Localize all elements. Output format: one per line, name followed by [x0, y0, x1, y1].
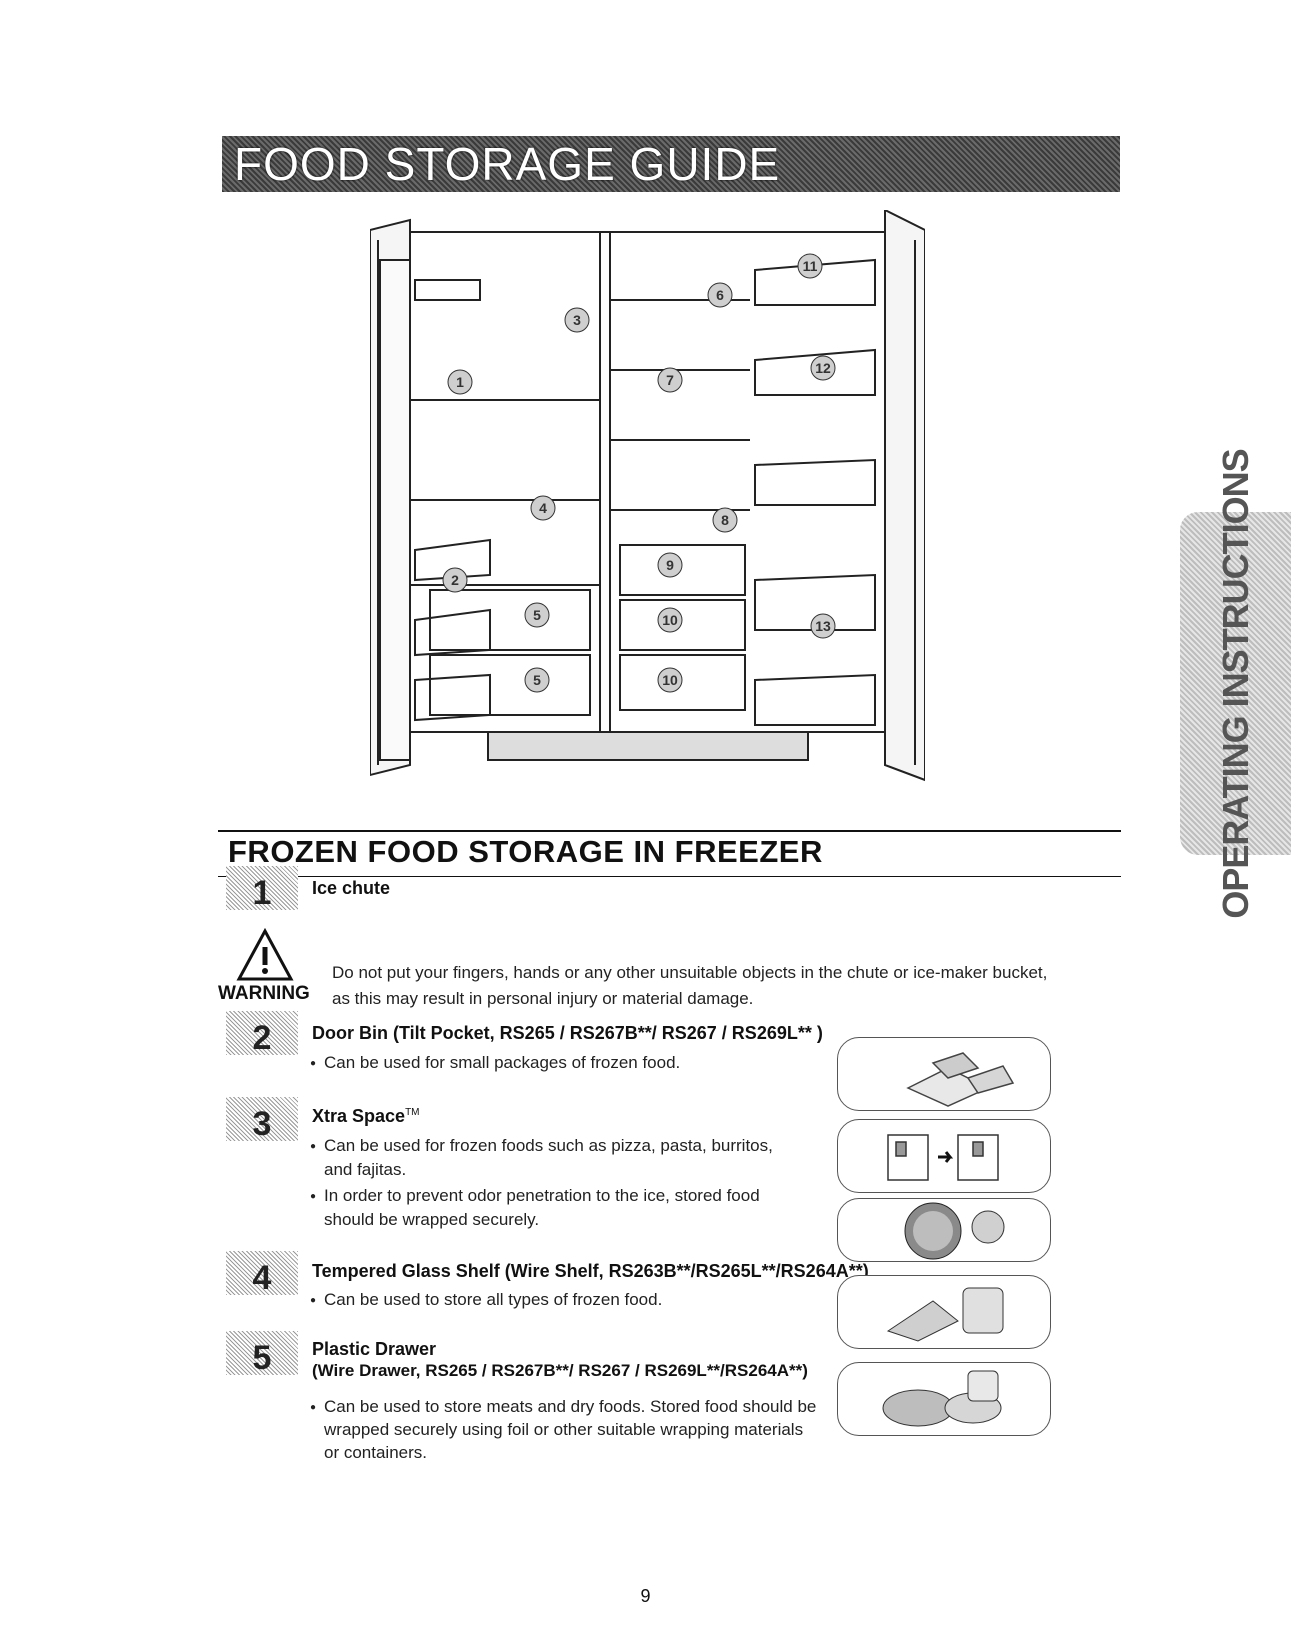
callout-4: 4	[539, 500, 547, 516]
callout-6: 6	[716, 287, 724, 303]
page-title: FOOD STORAGE GUIDE	[234, 138, 781, 190]
callout-2: 2	[451, 572, 459, 588]
item-title-glass-shelf: Tempered Glass Shelf (Wire Shelf, RS263B…	[312, 1261, 869, 1281]
item-subtitle-wire-drawer: (Wire Drawer, RS265 / RS267B**/ RS267 / …	[312, 1361, 808, 1380]
callout-10a: 10	[662, 612, 678, 628]
side-tab: OPERATING INSTRUCTIONS	[1180, 449, 1291, 918]
side-tab-label: OPERATING INSTRUCTIONS	[1214, 448, 1256, 919]
page-number: 9	[640, 1586, 651, 1606]
item-number-badge: 2	[226, 1011, 298, 1055]
item-title-ice-chute: Ice chute	[312, 878, 391, 898]
frozen-food-image	[886, 1287, 1004, 1342]
section-rule-bottom	[218, 876, 1121, 877]
item-bullet-continued: should be wrapped securely.	[324, 1210, 540, 1229]
item-bullet-continued: and fajitas.	[324, 1160, 407, 1179]
item-bullet-continued: wrapped securely using foil or other sui…	[324, 1420, 804, 1439]
item-number-badge: 5	[226, 1331, 298, 1375]
pizza-thumbnail	[837, 1198, 1051, 1262]
item-title-door-bin: Door Bin (Tilt Pocket, RS265 / RS267B**/…	[312, 1023, 823, 1043]
item-title-plastic-drawer: Plastic Drawer	[312, 1339, 437, 1359]
warning-text: Do not put your fingers, hands or any ot…	[332, 960, 1072, 1012]
frozen-packages-image	[906, 1052, 1015, 1107]
item-number-badge: 3	[226, 1097, 298, 1141]
warning-icon	[236, 928, 294, 981]
warning-line-2: as this may result in personal injury or…	[332, 989, 754, 1008]
callout-1: 1	[456, 374, 464, 390]
callout-11: 11	[803, 258, 818, 274]
header-banner: FOOD STORAGE GUIDE	[222, 136, 1120, 192]
frozen-food-thumbnail	[837, 1275, 1051, 1349]
item-bullet: In order to prevent odor penetration to …	[310, 1184, 760, 1209]
callout-5b: 5	[533, 672, 541, 688]
item-number-badge: 4	[226, 1251, 298, 1295]
callout-3: 3	[573, 312, 581, 328]
pizza-image	[904, 1202, 1005, 1260]
xtra-space-label: Xtra Space	[312, 1106, 406, 1126]
item-bullet: Can be used for frozen foods such as piz…	[310, 1134, 773, 1159]
xtra-space-thumbnail	[837, 1119, 1051, 1193]
callout-8: 8	[721, 512, 729, 528]
callout-10b: 10	[662, 672, 678, 688]
item-bullet: Can be used to store all types of frozen…	[310, 1288, 662, 1313]
refrigerator-diagram: 1 2 3 4 5 5 6 7 8 9 10 10 11 12	[369, 208, 926, 782]
callout-7: 7	[666, 372, 674, 388]
callout-13: 13	[815, 618, 831, 634]
item-number-badge: 1	[226, 866, 298, 910]
callout-12: 12	[815, 360, 831, 376]
section-title: FROZEN FOOD STORAGE IN FREEZER	[228, 834, 823, 869]
meats-dry-foods-image	[882, 1370, 1002, 1427]
warning-label: WARNING	[218, 983, 310, 1004]
callout-9: 9	[666, 557, 674, 573]
item-bullet: Can be used to store meats and dry foods…	[310, 1395, 816, 1420]
xtra-space-image	[887, 1134, 999, 1181]
item-bullet-continued: or containers.	[324, 1443, 427, 1462]
warning-line-1: Do not put your fingers, hands or any ot…	[332, 963, 1048, 982]
callout-5a: 5	[533, 607, 541, 623]
trademark-mark: TM	[405, 1107, 420, 1118]
meats-dry-foods-thumbnail	[837, 1362, 1051, 1436]
item-bullet: Can be used for small packages of frozen…	[310, 1051, 680, 1076]
item-title-xtra-space: Xtra SpaceTM	[312, 1106, 420, 1127]
section-rule-top	[218, 830, 1121, 832]
door-bin-thumbnail	[837, 1037, 1051, 1111]
refrigerator-illustration: 1 2 3 4 5 5 6 7 8 9 10 10 11 12	[369, 208, 926, 800]
